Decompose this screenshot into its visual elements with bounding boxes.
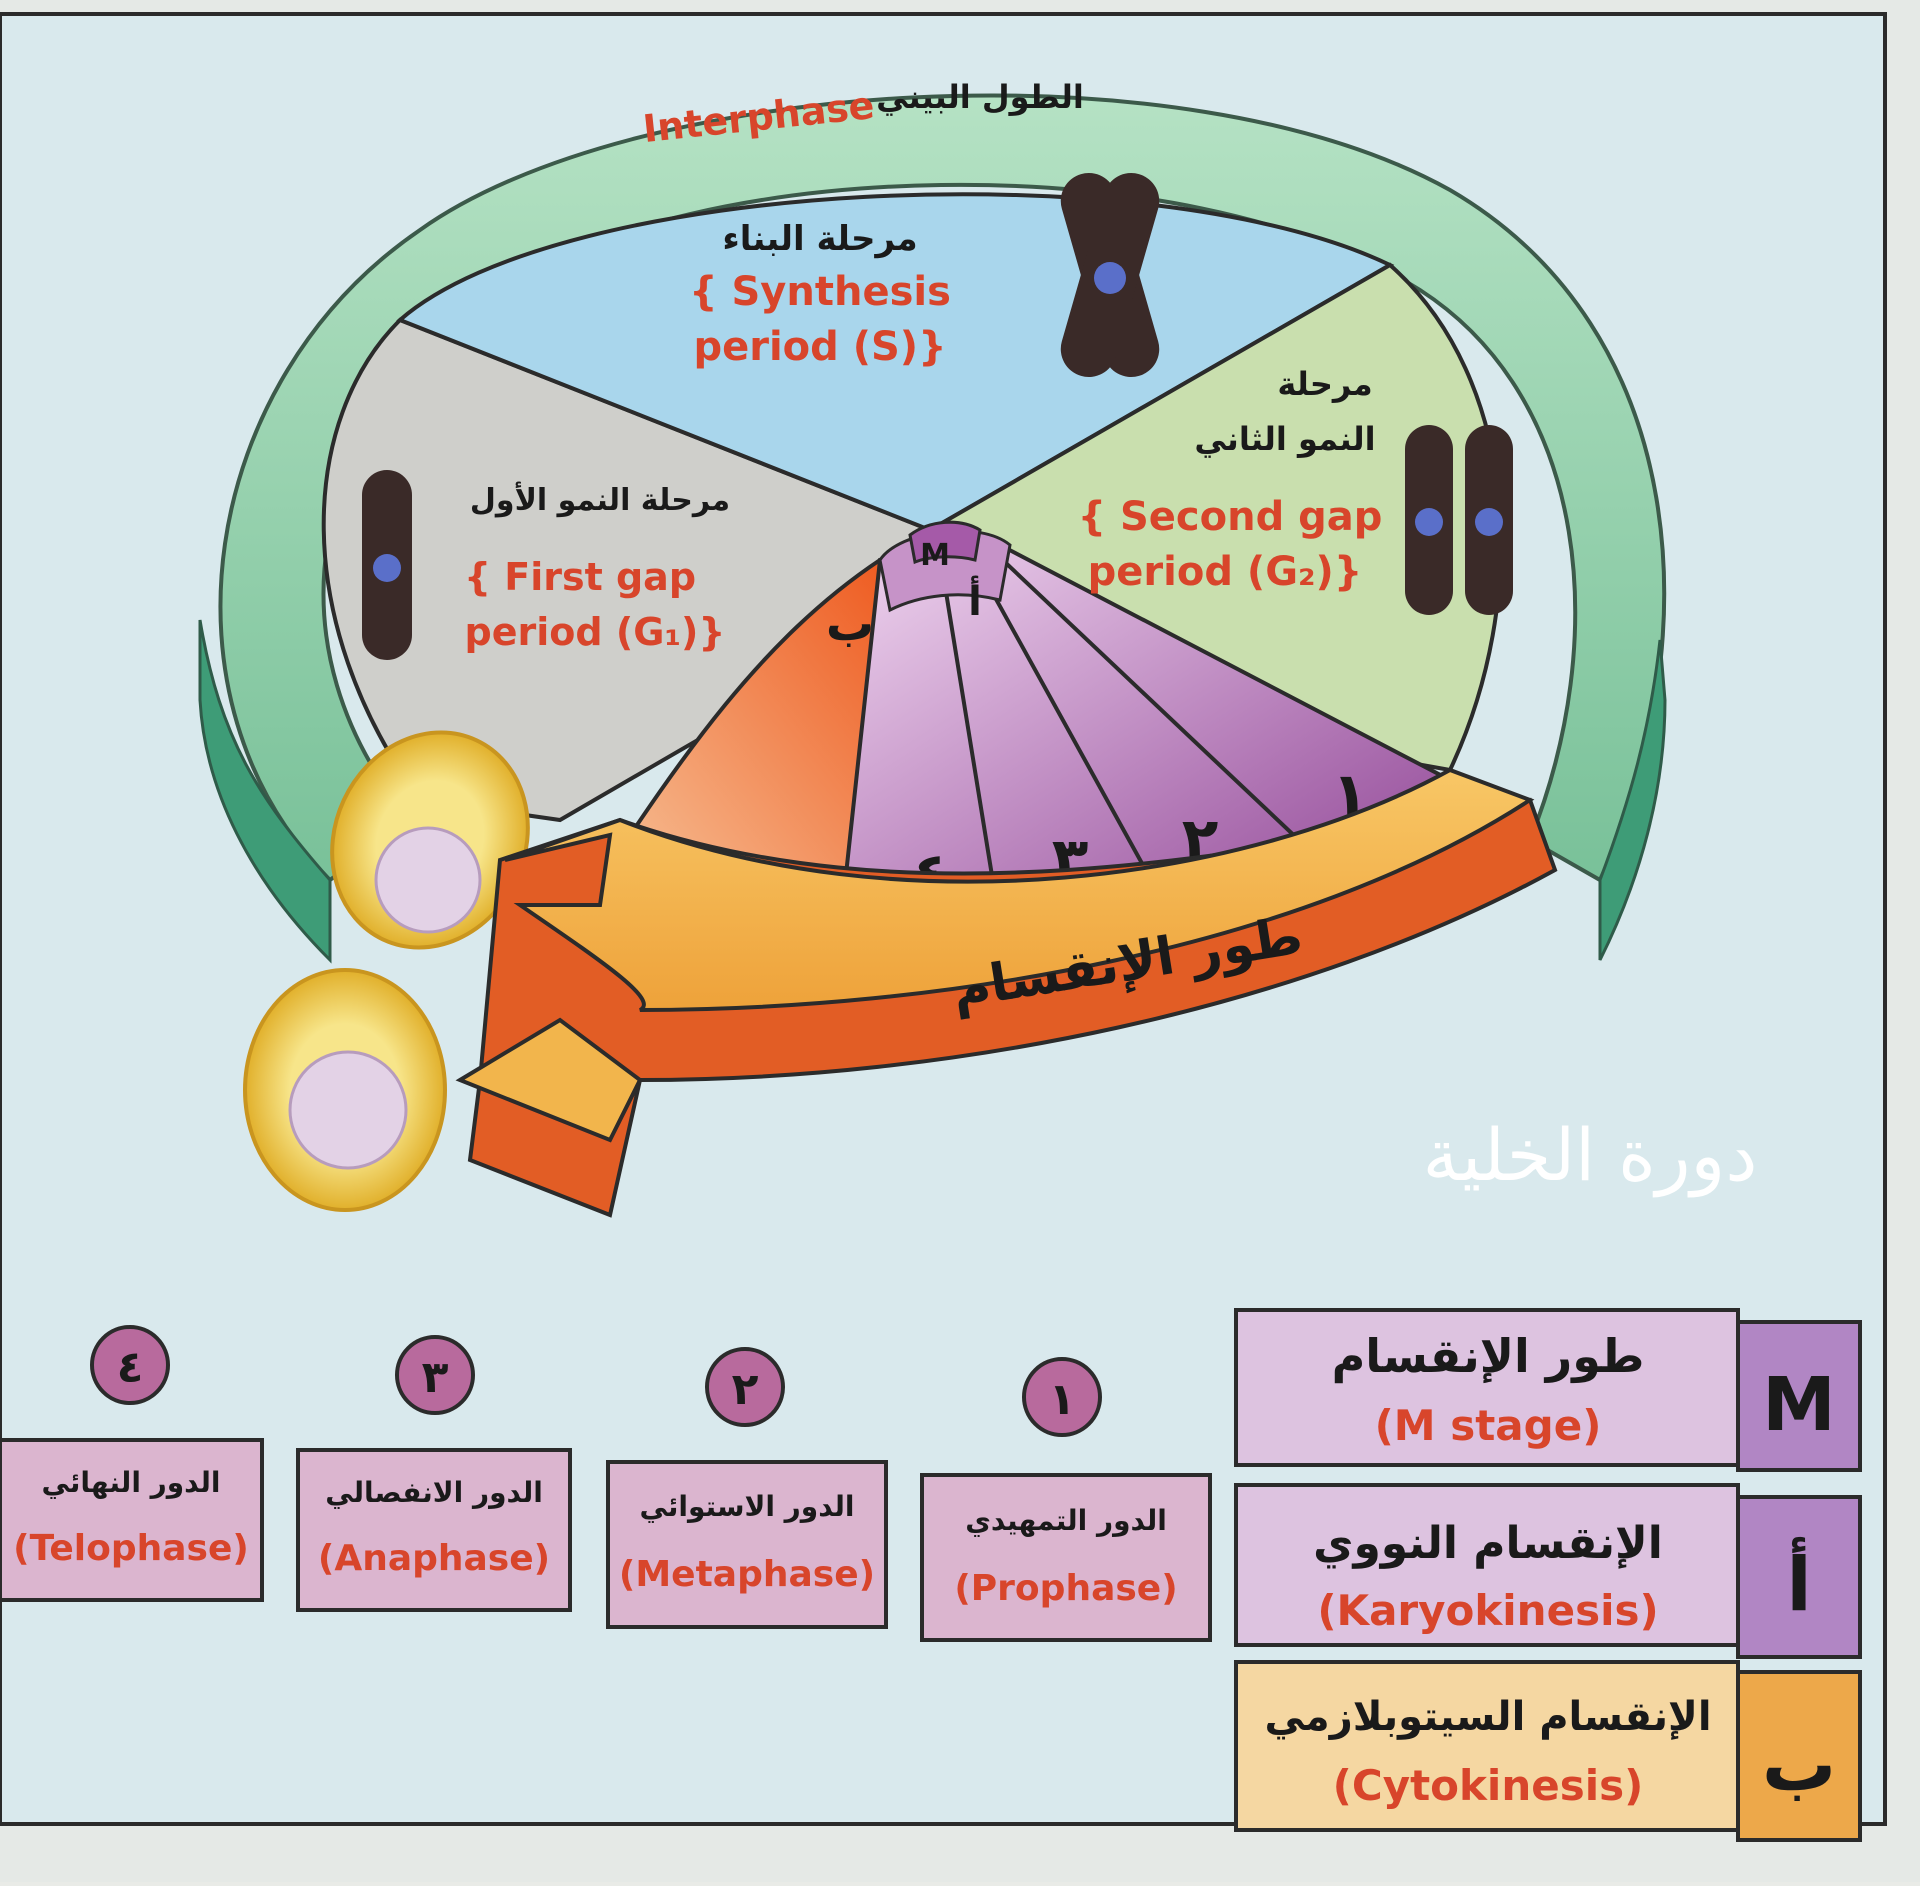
m-center-label: M: [920, 538, 950, 573]
cyto-letter: ب: [826, 596, 874, 652]
g1-label-ar: مرحلة النمو الأول: [470, 481, 730, 518]
stage-number-badge: [1022, 1357, 1102, 1437]
stage-number-badge: [395, 1335, 475, 1415]
interphase-title-ar: الطول البيني: [876, 78, 1084, 116]
stage-box-prophase: ١ الدور التمهيدي (Prophase): [920, 1357, 1212, 1642]
chromosome-icon-s: [1060, 172, 1160, 378]
stage-number: ٤: [117, 1342, 144, 1393]
g1-label-en-2: period (G₁)}: [465, 610, 726, 654]
g2-label-ar-1: مرحلة: [1277, 365, 1372, 403]
legend-label-en: (M stage): [1375, 1401, 1602, 1450]
legend-label-en: (Cytokinesis): [1333, 1761, 1644, 1810]
g2-label-en-1: { Second gap: [1078, 494, 1383, 540]
legend-label-ar: الإنقسام النووي: [1313, 1518, 1663, 1569]
stage-label-en: (Anaphase): [318, 1538, 550, 1579]
stage-list: ٤ الدور النهائي (Telophase) ٣ الدور الان…: [0, 1325, 1212, 1642]
legend-row-m-stage: M طور الإنقسام (M stage): [1234, 1308, 1862, 1472]
legend-label-ar: الإنقسام السيتوبلازمي: [1264, 1694, 1711, 1740]
stage-box-telophase: ٤ الدور النهائي (Telophase): [0, 1325, 264, 1602]
s-label-ar: مرحلة البناء: [722, 219, 917, 259]
s-label-en-1: { Synthesis: [689, 269, 951, 315]
g2-label-en-2: period (G₂)}: [1088, 549, 1363, 595]
stage-label-ar: الدور النهائي: [42, 1466, 221, 1499]
daughter-cell-icon-2: [243, 968, 447, 1212]
stage-box-metaphase: ٢ الدور الاستوائي (Metaphase): [606, 1347, 888, 1629]
m-stage-arrow: [455, 767, 1558, 1218]
legend-label-en: (Karyokinesis): [1317, 1586, 1658, 1635]
g2-label-ar-2: النمو الثاني: [1194, 420, 1375, 458]
stage-label-ar: الدور الانفصالي: [325, 1476, 543, 1509]
legend: M طور الإنقسام (M stage) أ الإنقسام النو…: [1234, 1308, 1862, 1842]
stage-box-anaphase: ٣ الدور الانفصالي (Anaphase): [296, 1335, 572, 1612]
s-label-en-2: period (S)}: [693, 324, 946, 370]
stage-label-en: (Telophase): [13, 1528, 249, 1569]
stage-number-badge: [705, 1347, 785, 1427]
stage-number: ٣: [422, 1352, 449, 1403]
stage-label-ar: الدور الاستوائي: [640, 1490, 855, 1523]
g1-label-en-1: { First gap: [464, 555, 696, 599]
chromosome-icon-g2: [1405, 425, 1513, 615]
legend-row-karyokinesis: أ الإنقسام النووي (Karyokinesis): [1234, 1483, 1862, 1659]
stage-number-badge: [90, 1325, 170, 1405]
legend-key: ب: [1762, 1722, 1836, 1808]
legend-key: أ: [1786, 1536, 1811, 1628]
legend-label-ar: طور الإنقسام: [1332, 1329, 1645, 1383]
stage-label-en: (Prophase): [954, 1568, 1177, 1609]
legend-key: M: [1762, 1362, 1836, 1448]
stage-number: ١: [1049, 1374, 1076, 1425]
stage-label-en: (Metaphase): [619, 1554, 875, 1595]
stage-label-ar: الدور التمهيدي: [965, 1504, 1167, 1537]
chromosome-icon-g1: [362, 470, 412, 660]
m-cap: [908, 520, 982, 565]
legend-row-cytokinesis: ب الإنقسام السيتوبلازمي (Cytokinesis): [1234, 1660, 1862, 1842]
figure-caption: دورة الخلية: [1423, 1113, 1758, 1198]
sector-s: [396, 192, 1395, 533]
karyo-letter: أ: [968, 575, 982, 625]
stage-number: ٢: [732, 1364, 759, 1415]
